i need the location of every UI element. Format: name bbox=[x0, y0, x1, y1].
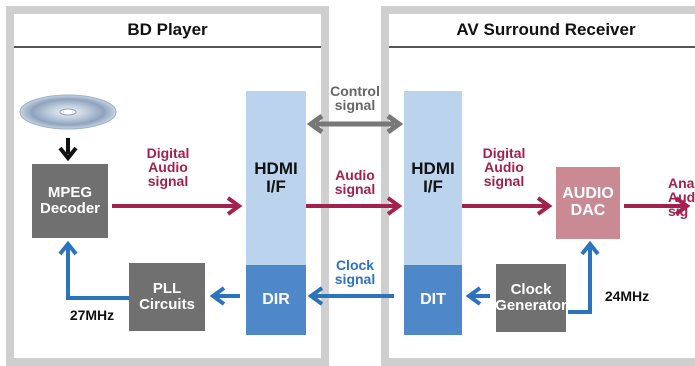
digital-audio-signal-right-label: Digital Audio signal bbox=[482, 145, 526, 189]
freq-24mhz-label: 24MHz bbox=[604, 288, 650, 304]
hdmi-if-right-block: HDMI I/F bbox=[404, 91, 462, 265]
dit-block: DIT bbox=[404, 265, 462, 335]
control-signal-label: Control signal bbox=[330, 83, 380, 113]
clock-generator-block: Clock Generator bbox=[495, 264, 567, 332]
optical-disc-icon bbox=[19, 94, 117, 130]
clock-signal-label: Clock signal bbox=[334, 257, 376, 287]
freq-27mhz-label: 27MHz bbox=[69, 307, 115, 323]
audio-signal-label: Audio signal bbox=[334, 167, 376, 197]
digital-audio-signal-left-label: Digital Audio signal bbox=[146, 145, 190, 189]
bd-player-title: BD Player bbox=[14, 14, 321, 48]
audio-dac-block: AUDIO DAC bbox=[556, 167, 620, 239]
mpeg-decoder-block: MPEG Decoder bbox=[32, 164, 108, 238]
dir-block: DIR bbox=[246, 265, 306, 335]
audio-arrows bbox=[112, 196, 691, 216]
pll-circuits-block: PLL Circuits bbox=[129, 263, 205, 331]
clock-arrows bbox=[58, 240, 600, 314]
hdmi-if-left-block: HDMI I/F bbox=[246, 91, 306, 265]
av-receiver-title: AV Surround Receiver bbox=[389, 14, 695, 48]
control-signal-arrow bbox=[306, 113, 404, 135]
analog-audio-signal-label: Ana Aud sig bbox=[668, 175, 695, 219]
disc-to-decoder-arrow bbox=[58, 138, 78, 162]
